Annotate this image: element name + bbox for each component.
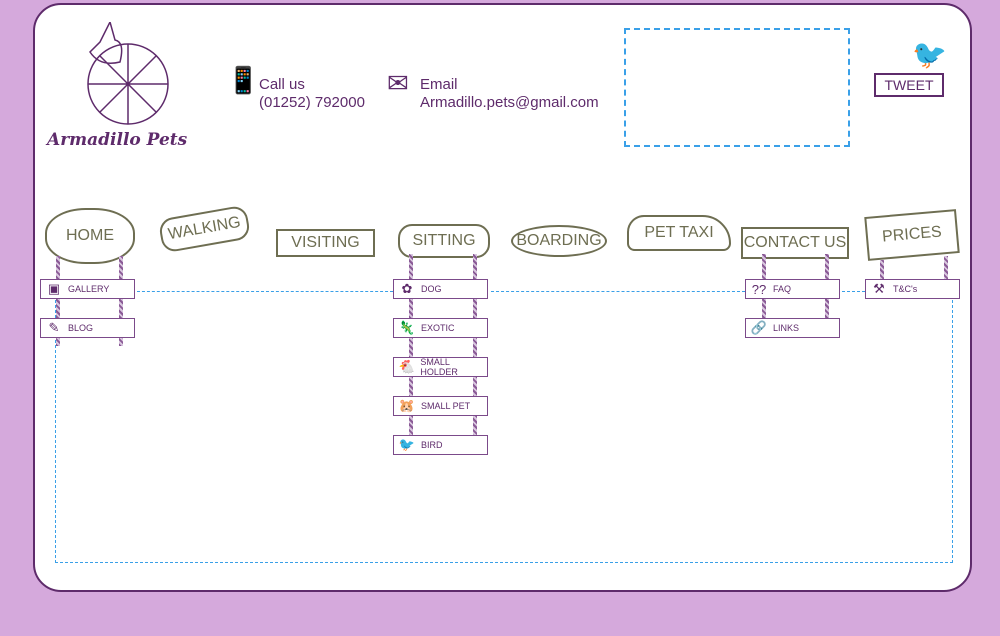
- question-icon: ??: [751, 281, 767, 297]
- bird-icon: 🐦: [912, 39, 947, 70]
- content-area-outline: [55, 300, 953, 563]
- nav-terms[interactable]: ⚒T&C's: [865, 279, 960, 299]
- nav-visiting[interactable]: VISITING: [276, 229, 375, 257]
- rope: [944, 256, 948, 282]
- email-address[interactable]: Armadillo.pets@gmail.com: [420, 94, 599, 111]
- nav-pet-taxi[interactable]: PET TAXI: [627, 215, 731, 251]
- nav-exotic[interactable]: 🦎EXOTIC: [393, 318, 488, 338]
- rope: [473, 254, 477, 454]
- bird-icon: 🐦: [398, 437, 416, 452]
- connector-line: [137, 291, 393, 292]
- nav-contact-us[interactable]: CONTACT US: [741, 227, 849, 259]
- nav-bird[interactable]: 🐦BIRD: [393, 435, 488, 455]
- rope: [409, 254, 413, 454]
- nav-links[interactable]: 🔗LINKS: [745, 318, 840, 338]
- envelope-icon: ✉: [387, 68, 409, 98]
- rope: [119, 256, 123, 346]
- phone-number: (01252) 792000: [259, 94, 365, 111]
- phone-label: Call us: [259, 76, 305, 93]
- nav-boarding[interactable]: BOARDING: [511, 225, 607, 257]
- tweet-button[interactable]: TWEET: [874, 73, 944, 97]
- chain-link-icon: 🔗: [750, 320, 768, 335]
- connector-line: [842, 291, 865, 292]
- nav-small-holder[interactable]: 🐔SMALL HOLDER: [393, 357, 488, 377]
- connector-line: [491, 291, 745, 292]
- armadillo-logo-icon[interactable]: [70, 22, 180, 130]
- nav-faq[interactable]: ??FAQ: [745, 279, 840, 299]
- ad-placeholder: [624, 28, 850, 147]
- nav-dog[interactable]: ✿DOG: [393, 279, 488, 299]
- rope: [56, 256, 60, 346]
- nav-sitting[interactable]: SITTING: [398, 224, 490, 258]
- lizard-icon: 🦎: [398, 320, 416, 335]
- hamster-icon: 🐹: [398, 398, 416, 413]
- chicken-icon: 🐔: [398, 359, 415, 374]
- email-label: Email: [420, 76, 458, 93]
- pen-icon: ✎: [48, 320, 60, 335]
- paw-icon: ✿: [401, 281, 413, 296]
- nav-prices[interactable]: PRICES: [864, 209, 960, 261]
- rope: [880, 260, 884, 282]
- nav-gallery[interactable]: ▣GALLERY: [40, 279, 135, 299]
- nav-blog[interactable]: ✎BLOG: [40, 318, 135, 338]
- phone-icon: 📱: [227, 65, 260, 95]
- nav-home[interactable]: HOME: [45, 208, 135, 264]
- camera-icon: ▣: [47, 281, 61, 296]
- brand-name[interactable]: Armadillo Pets: [47, 130, 188, 150]
- nav-small-pet[interactable]: 🐹SMALL PET: [393, 396, 488, 416]
- gavel-icon: ⚒: [873, 281, 885, 296]
